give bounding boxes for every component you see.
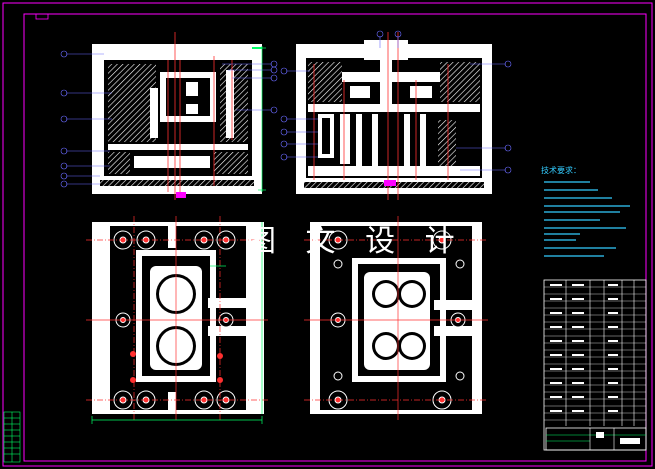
parts-list-rows bbox=[544, 286, 646, 421]
parts-list-cell-marks bbox=[550, 284, 618, 412]
title-block bbox=[545, 427, 647, 451]
side-view-leaders bbox=[280, 30, 512, 174]
moving-half-centerlines bbox=[304, 216, 488, 420]
parts-list bbox=[543, 279, 647, 451]
front-view-leaders bbox=[60, 50, 278, 188]
top-left-tab bbox=[35, 13, 49, 20]
side-section-view bbox=[296, 32, 492, 200]
fixed-half-centerlines bbox=[86, 216, 268, 420]
inner-frame bbox=[23, 13, 647, 462]
technical-notes-lines bbox=[544, 181, 630, 257]
front-section-view bbox=[92, 32, 266, 200]
watermark-text: 图 文 设 计 bbox=[246, 224, 465, 259]
technical-notes-title: 技术要求： bbox=[541, 166, 581, 175]
revision-block bbox=[3, 411, 21, 463]
fixed-half-dimensions bbox=[91, 222, 263, 424]
